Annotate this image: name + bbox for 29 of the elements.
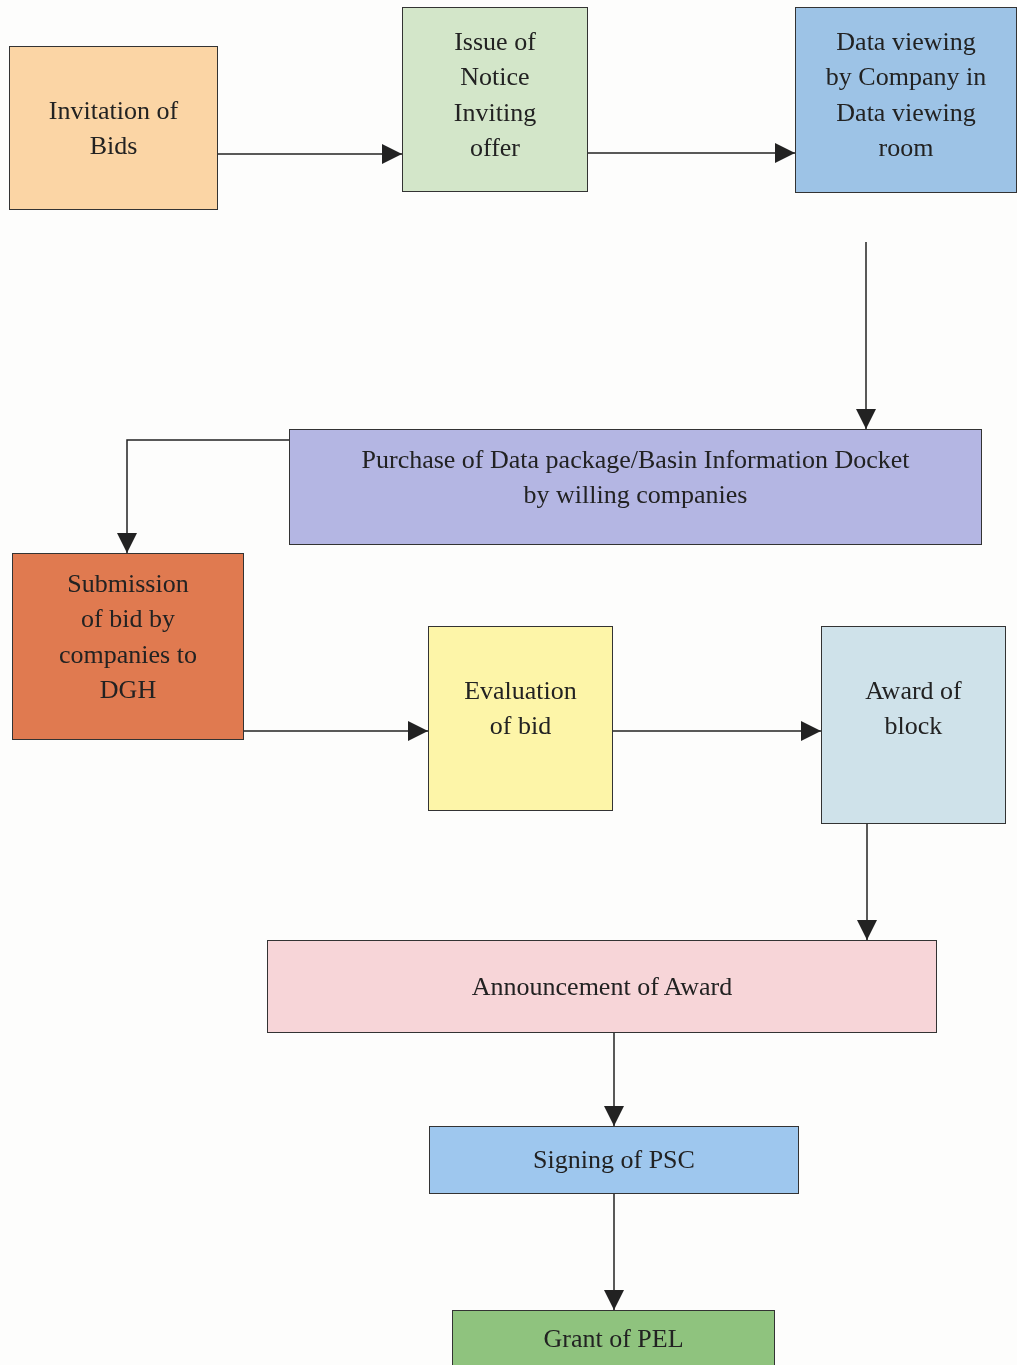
process-box bbox=[429, 1126, 799, 1194]
process-box bbox=[402, 7, 588, 192]
box-label: Announcement of Award bbox=[471, 970, 733, 1003]
box-label: Signing of PSC bbox=[533, 1144, 695, 1177]
process-box bbox=[428, 626, 613, 811]
box-label: Issue of Notice Inviting offer bbox=[452, 26, 538, 165]
arrow bbox=[612, 721, 822, 741]
box-label: Invitation of Bids bbox=[47, 94, 180, 162]
arrow bbox=[857, 823, 877, 941]
process-box bbox=[289, 429, 982, 545]
arrow bbox=[604, 1193, 624, 1311]
box-label: Evaluation of bid bbox=[463, 675, 578, 743]
arrow bbox=[604, 1032, 624, 1127]
box-label: Submission of bid by companies to DGH bbox=[58, 568, 198, 707]
box-label: Award of block bbox=[864, 675, 963, 743]
arrow bbox=[117, 439, 290, 554]
arrow bbox=[243, 721, 429, 741]
process-box bbox=[9, 46, 218, 210]
arrow bbox=[587, 143, 796, 163]
process-box bbox=[795, 7, 1017, 193]
arrow bbox=[856, 241, 876, 430]
box-label: Purchase of Data package/Basin Information Docket by willing companies bbox=[360, 444, 911, 512]
process-box bbox=[12, 553, 244, 740]
box-label: Data viewing by Company in Data viewing room bbox=[824, 26, 988, 165]
process-box bbox=[267, 940, 937, 1033]
process-box bbox=[821, 626, 1006, 824]
box-label: Grant of PEL bbox=[543, 1323, 684, 1355]
arrow bbox=[217, 144, 403, 164]
process-box bbox=[452, 1310, 775, 1365]
